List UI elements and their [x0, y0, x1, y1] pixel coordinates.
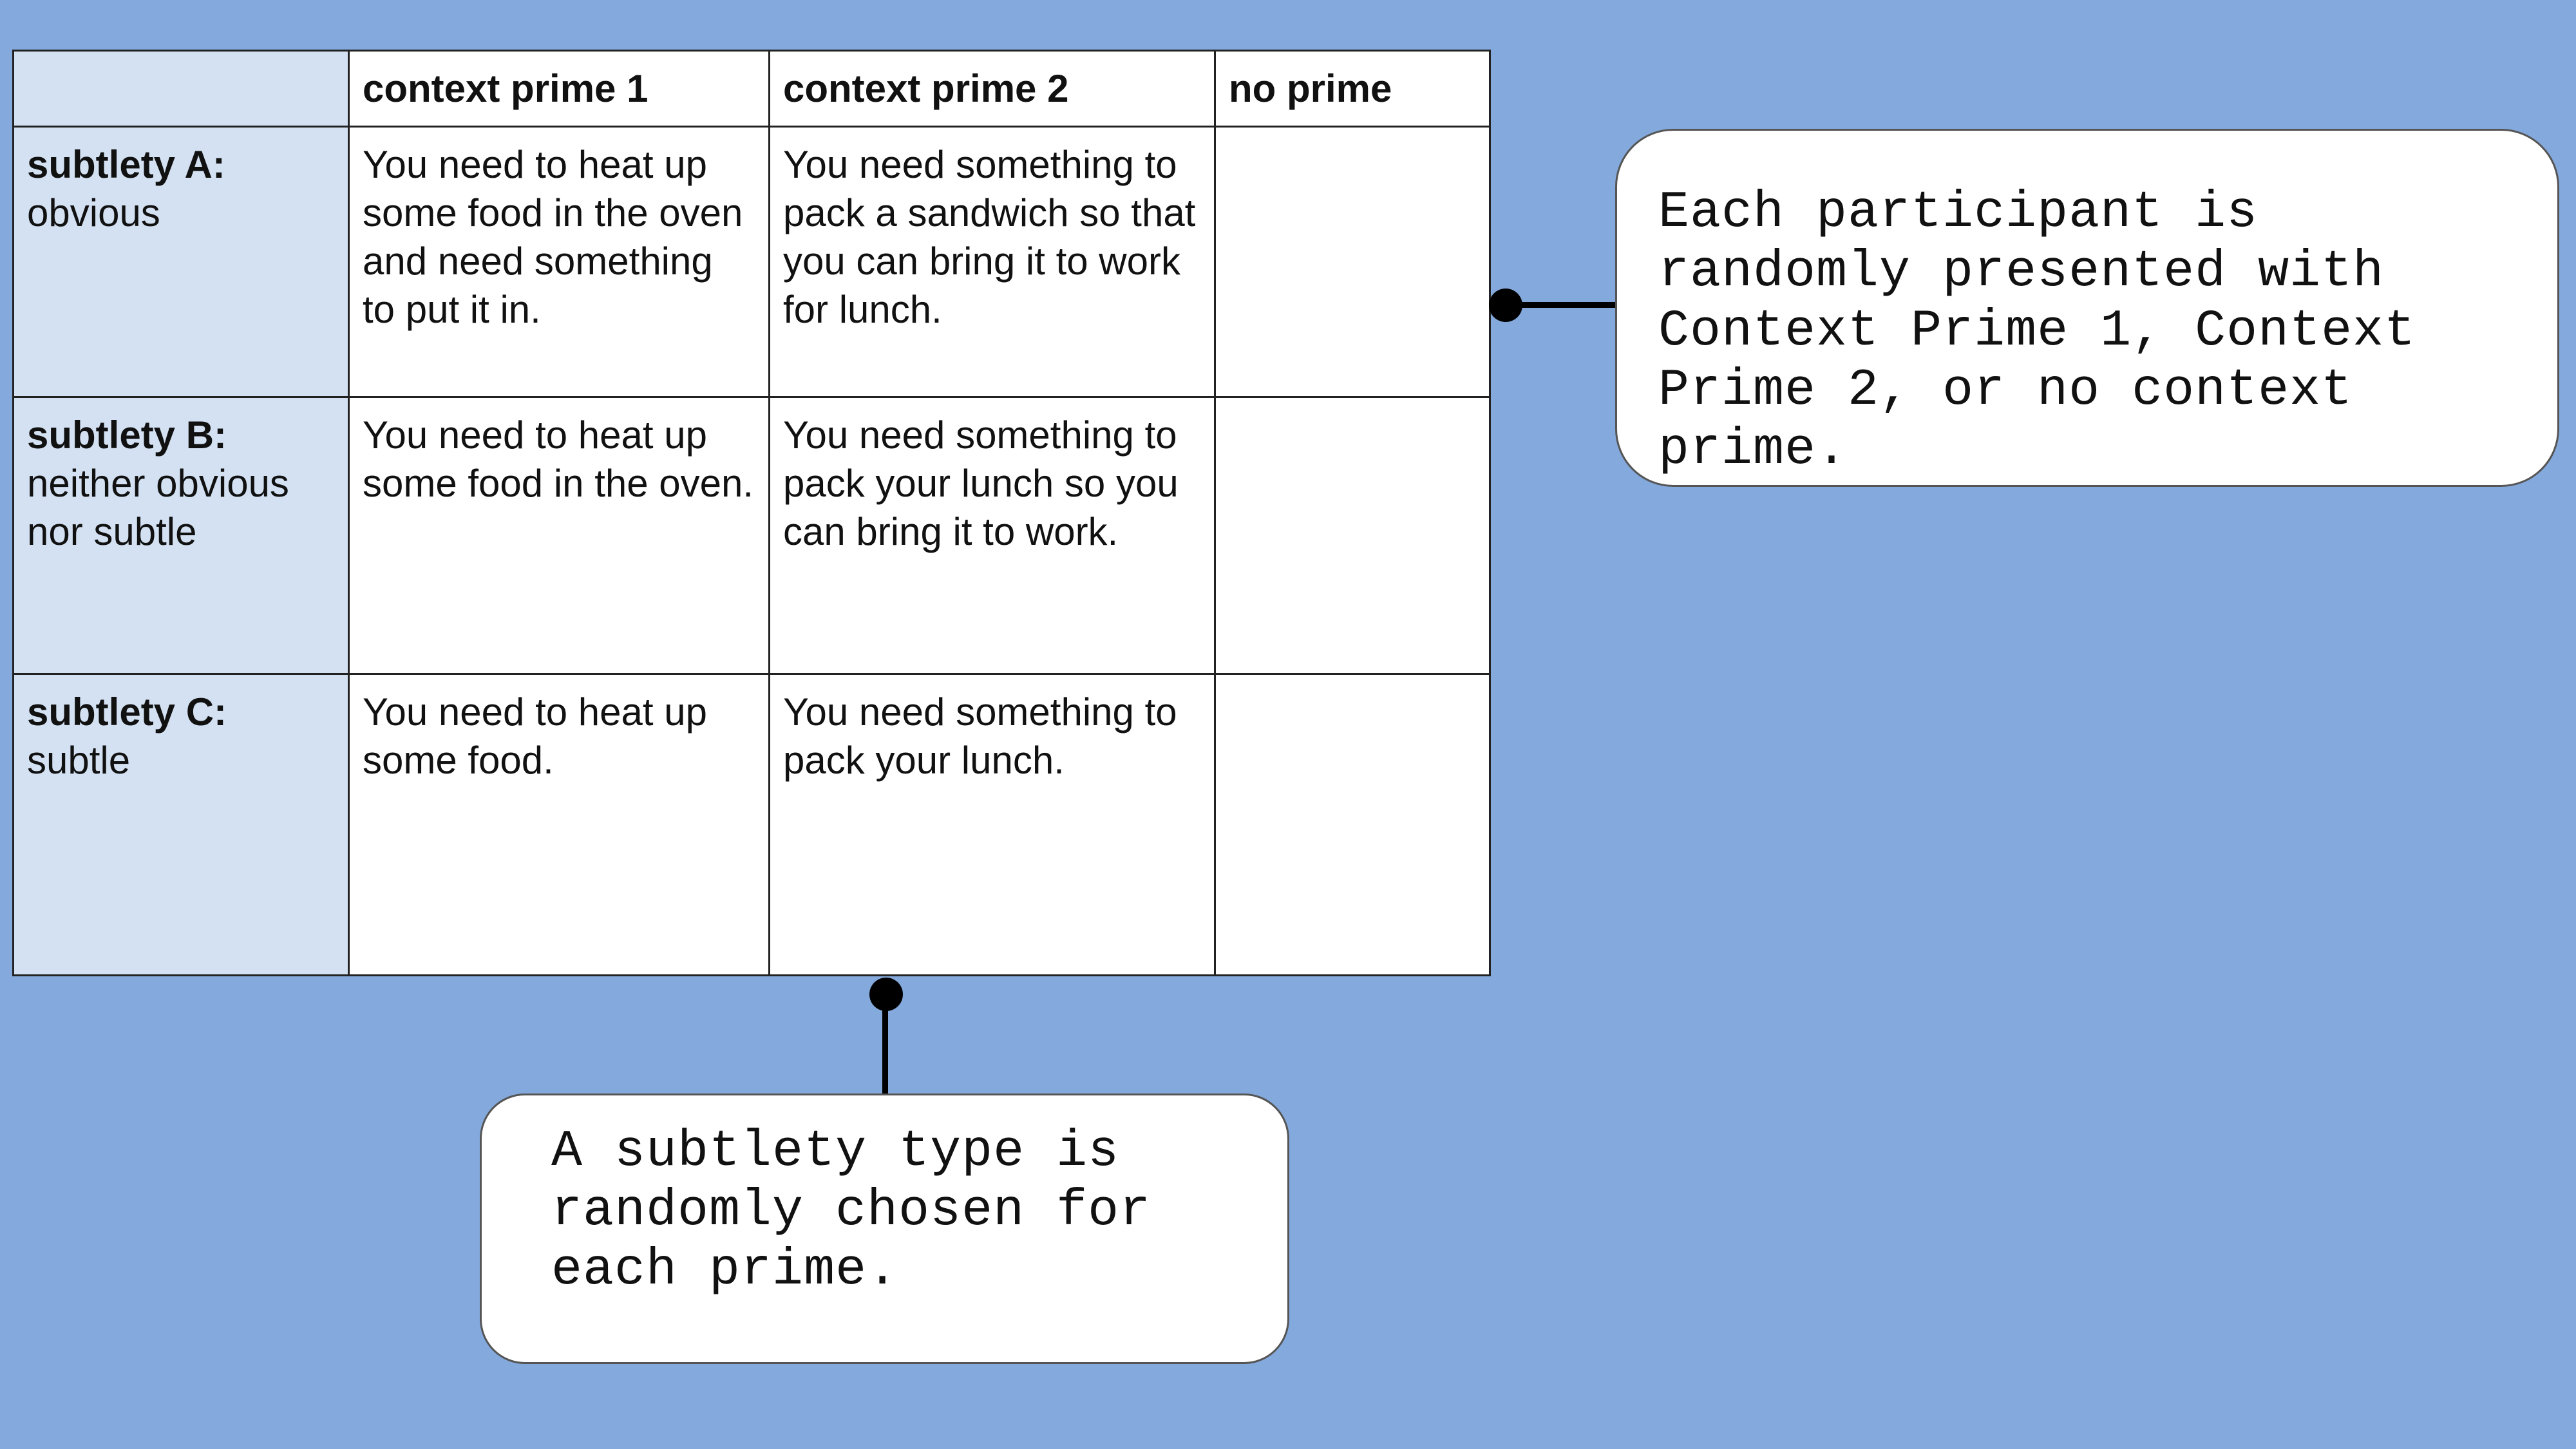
- row-header-title: subtlety C:: [27, 690, 227, 734]
- participant-callout: Each participant is randomly presented w…: [1615, 129, 2559, 487]
- cell-a-prime-2: You need something to pack a sandwich so…: [768, 126, 1216, 398]
- cell-a-no-prime: [1214, 126, 1491, 398]
- row-header-subtlety-c: subtlety C: subtle: [12, 673, 350, 976]
- subtlety-connector-dot: [869, 978, 903, 1011]
- header-row: context prime 1 context prime 2 no prime: [12, 50, 1491, 128]
- header-context-prime-1: context prime 1: [348, 50, 770, 128]
- corner-cell: [12, 50, 350, 128]
- cell-b-prime-1: You need to heat up some food in the ove…: [348, 396, 770, 675]
- row-header-subtitle: neither obvious nor subtle: [27, 462, 289, 553]
- cell-c-prime-2: You need something to pack your lunch.: [768, 673, 1216, 976]
- row-header-subtitle: obvious: [27, 191, 160, 234]
- header-no-prime: no prime: [1214, 50, 1491, 128]
- participant-connector-dot: [1489, 289, 1522, 322]
- row-header-subtitle: subtle: [27, 739, 131, 782]
- row-header-title: subtlety B:: [27, 413, 227, 457]
- cell-b-prime-2: You need something to pack your lunch so…: [768, 396, 1216, 675]
- subtlety-callout: A subtlety type is randomly chosen for e…: [480, 1094, 1289, 1364]
- table-row: subtlety C: subtle You need to heat up s…: [12, 673, 1491, 976]
- cell-a-prime-1: You need to heat up some food in the ove…: [348, 126, 770, 398]
- cell-c-prime-1: You need to heat up some food.: [348, 673, 770, 976]
- cell-b-no-prime: [1214, 396, 1491, 675]
- subtlety-connector-line: [882, 996, 888, 1095]
- header-context-prime-2: context prime 2: [768, 50, 1216, 128]
- table-row: subtlety B: neither obvious nor subtle Y…: [12, 396, 1491, 675]
- row-header-title: subtlety A:: [27, 143, 225, 186]
- row-header-subtlety-b: subtlety B: neither obvious nor subtle: [12, 396, 350, 675]
- row-header-subtlety-a: subtlety A: obvious: [12, 126, 350, 398]
- table-row: subtlety A: obvious You need to heat up …: [12, 126, 1491, 398]
- participant-connector-line: [1506, 302, 1616, 308]
- cell-c-no-prime: [1214, 673, 1491, 976]
- prime-table: context prime 1 context prime 2 no prime…: [12, 50, 1491, 976]
